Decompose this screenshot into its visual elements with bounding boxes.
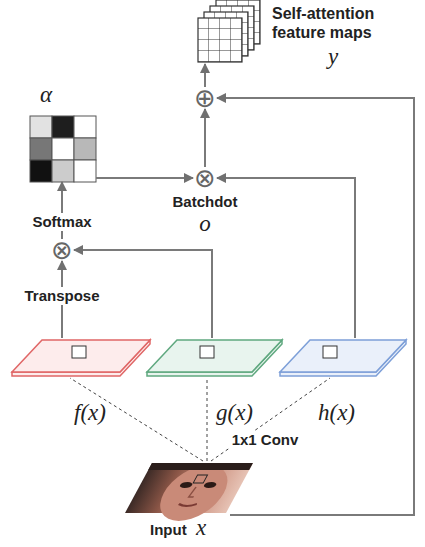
layer-label: 1x1 Conv bbox=[229, 431, 302, 449]
flow-arrow bbox=[217, 178, 355, 338]
slab-outline bbox=[278, 338, 408, 378]
slab-outline bbox=[10, 338, 152, 378]
feature-slab: g(x) bbox=[145, 338, 284, 378]
math-symbol: y bbox=[328, 44, 338, 70]
flow-arrow bbox=[204, 109, 206, 167]
projection-line bbox=[207, 378, 208, 461]
slab-face bbox=[12, 340, 150, 372]
operator-symbol: ⊕ bbox=[194, 87, 216, 109]
math-symbol: o bbox=[199, 211, 211, 237]
slab-outline bbox=[145, 338, 284, 378]
feature-map-grids bbox=[198, 0, 260, 62]
projection-line bbox=[70, 378, 203, 461]
operator-symbol: ⊗ bbox=[51, 239, 73, 261]
edge-label: Softmax bbox=[29, 213, 94, 231]
operation-label: Batchdot bbox=[173, 193, 238, 211]
input-image: Inputx bbox=[123, 461, 255, 515]
attention-map: α bbox=[30, 116, 96, 182]
kernel-window bbox=[200, 346, 214, 358]
function-label: h(x) bbox=[318, 400, 355, 426]
flow-arrow bbox=[217, 98, 414, 515]
edge-label: Transpose bbox=[21, 287, 102, 305]
slab-edge bbox=[12, 340, 150, 376]
feature-map-stack: Self-attention feature mapsy bbox=[196, 0, 262, 64]
flow-arrow bbox=[96, 177, 193, 179]
slab-face bbox=[280, 340, 406, 372]
projection-line bbox=[211, 378, 330, 461]
add-operator: ⊕ bbox=[193, 87, 217, 109]
slab-face bbox=[147, 340, 282, 372]
function-label: f(x) bbox=[74, 400, 106, 426]
batchdot-operator: ⊗Batchdoto bbox=[193, 167, 217, 189]
output-title: Self-attention feature maps bbox=[272, 4, 394, 42]
grid bbox=[198, 18, 242, 62]
slab-edge bbox=[147, 340, 282, 376]
math-symbol: x bbox=[196, 515, 206, 541]
math-symbol: α bbox=[40, 82, 52, 108]
feature-slab: f(x) bbox=[10, 338, 152, 378]
kernel-window bbox=[323, 346, 337, 358]
feature-slab: h(x) bbox=[278, 338, 408, 378]
multiply-operator: ⊗ bbox=[50, 239, 74, 261]
attention-grid bbox=[30, 116, 96, 182]
slab-edge bbox=[280, 340, 406, 376]
input-face-image bbox=[121, 463, 253, 521]
function-label: g(x) bbox=[216, 400, 253, 426]
operator-symbol: ⊗ bbox=[194, 167, 216, 189]
input-label: Input bbox=[150, 521, 187, 539]
kernel-window bbox=[72, 346, 86, 358]
flow-arrow bbox=[204, 64, 206, 87]
